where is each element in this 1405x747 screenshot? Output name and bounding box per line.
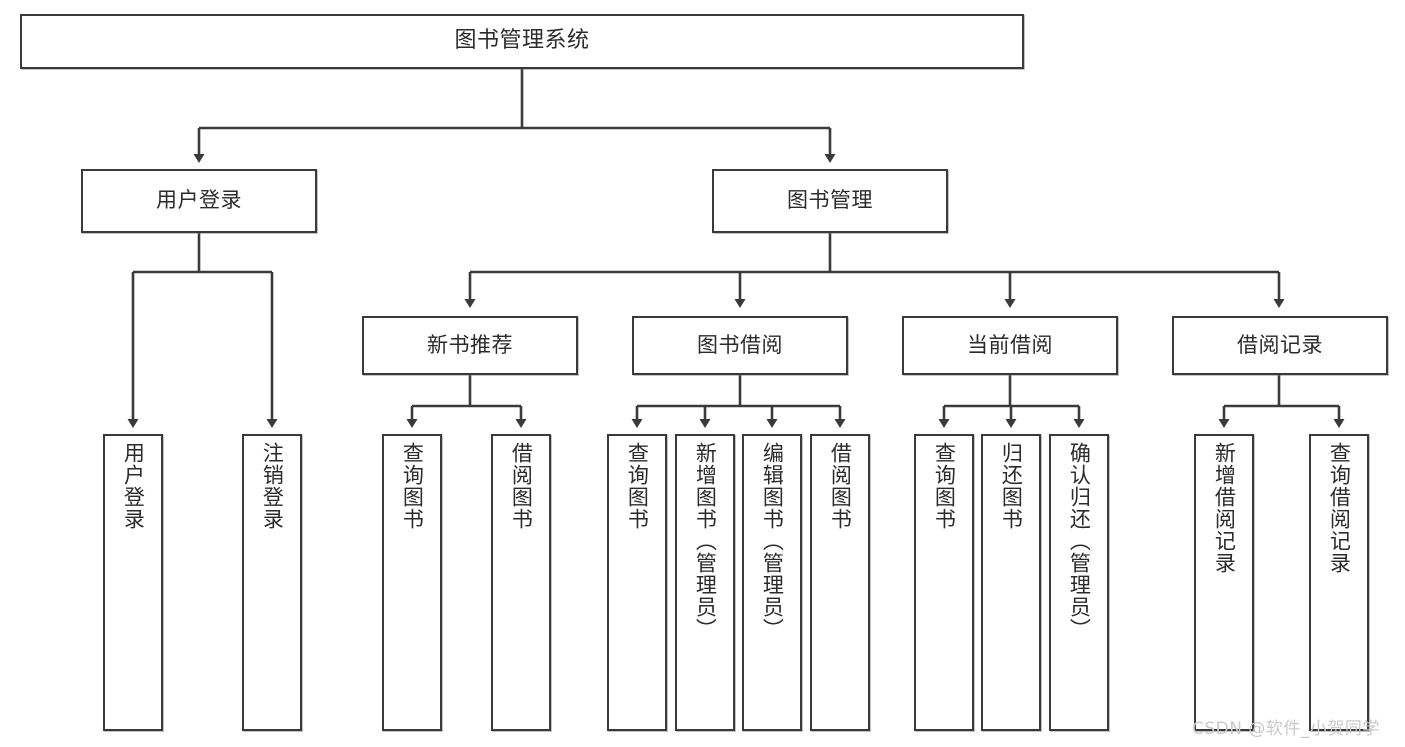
- node-leaf-return-book[interactable]: 归还图书: [981, 434, 1041, 731]
- node-leaf-add-record[interactable]: 新增借阅记录: [1194, 434, 1254, 731]
- node-leaf-query-record-label: 查询借阅记录: [1327, 442, 1352, 574]
- node-leaf-borrow-book-2-label: 借阅图书: [828, 442, 853, 530]
- node-borrow-record[interactable]: 借阅记录: [1172, 316, 1388, 375]
- node-leaf-query-book-3[interactable]: 查询图书: [914, 434, 974, 731]
- node-leaf-confirm-return-label: 确认归还（管理员）: [1067, 442, 1092, 640]
- node-current-borrow[interactable]: 当前借阅: [902, 316, 1118, 375]
- node-book-manage-label: 图书管理: [787, 188, 873, 213]
- node-leaf-borrow-book-1-label: 借阅图书: [509, 442, 534, 530]
- node-leaf-logout-login-label: 注销登录: [260, 442, 285, 530]
- node-leaf-query-book-3-label: 查询图书: [932, 442, 957, 530]
- node-leaf-confirm-return[interactable]: 确认归还（管理员）: [1049, 434, 1109, 731]
- node-book-manage[interactable]: 图书管理: [712, 169, 948, 233]
- node-root[interactable]: 图书管理系统: [20, 14, 1024, 69]
- node-leaf-borrow-book-2[interactable]: 借阅图书: [810, 434, 870, 731]
- node-leaf-query-book-2-label: 查询图书: [625, 442, 650, 530]
- node-user-login-label: 用户登录: [156, 188, 242, 213]
- node-leaf-add-record-label: 新增借阅记录: [1212, 442, 1237, 574]
- node-current-borrow-label: 当前借阅: [967, 332, 1053, 357]
- node-leaf-query-record[interactable]: 查询借阅记录: [1309, 434, 1369, 731]
- node-leaf-borrow-book-1[interactable]: 借阅图书: [491, 434, 551, 731]
- node-leaf-edit-book-label: 编辑图书（管理员）: [760, 442, 785, 640]
- node-leaf-add-book-label: 新增图书（管理员）: [693, 442, 718, 640]
- node-leaf-query-book-2[interactable]: 查询图书: [607, 434, 667, 731]
- csdn-watermark: CSDN @软件_小贺同学: [1192, 719, 1380, 739]
- node-leaf-edit-book[interactable]: 编辑图书（管理员）: [742, 434, 802, 731]
- node-leaf-user-login[interactable]: 用户登录: [103, 434, 163, 731]
- node-new-book-recommend[interactable]: 新书推荐: [362, 316, 578, 375]
- node-leaf-user-login-label: 用户登录: [121, 442, 146, 530]
- node-new-book-recommend-label: 新书推荐: [427, 332, 513, 357]
- node-leaf-query-book-1[interactable]: 查询图书: [382, 434, 442, 731]
- node-leaf-add-book[interactable]: 新增图书（管理员）: [675, 434, 735, 731]
- node-leaf-logout-login[interactable]: 注销登录: [242, 434, 302, 731]
- node-book-borrow-label: 图书借阅: [697, 332, 783, 357]
- node-root-label: 图书管理系统: [454, 28, 590, 54]
- node-book-borrow[interactable]: 图书借阅: [632, 316, 848, 375]
- node-leaf-return-book-label: 归还图书: [999, 442, 1024, 530]
- node-user-login[interactable]: 用户登录: [81, 169, 317, 233]
- node-borrow-record-label: 借阅记录: [1237, 332, 1323, 357]
- node-leaf-query-book-1-label: 查询图书: [400, 442, 425, 530]
